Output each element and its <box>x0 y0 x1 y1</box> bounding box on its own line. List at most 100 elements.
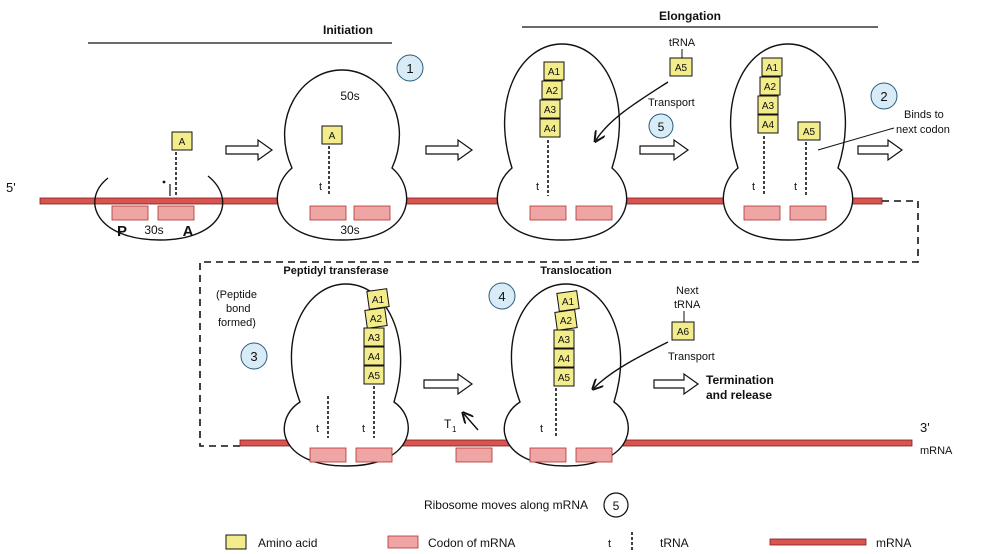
amino-acid-a3-p3-label: A3 <box>544 105 557 116</box>
ribosome-outline-5 <box>284 284 408 466</box>
trna-label-top: tRNA <box>669 37 696 49</box>
flow-arrow-2 <box>426 140 472 160</box>
legend-amino-acid-swatch <box>226 535 246 549</box>
amino-acid-a3-p4-label: A3 <box>762 101 775 112</box>
amino-acid-a3-p6-label: A3 <box>558 335 571 346</box>
termination-line2: and release <box>706 388 772 402</box>
flow-arrow-1 <box>226 140 272 160</box>
elongation-ribosome-2: A1 A2 A3 A4 t A5 t <box>723 44 852 240</box>
mrna-end-label: mRNA <box>920 445 953 457</box>
amino-acid-a4-p3-label: A4 <box>544 124 557 135</box>
peptide-bond-line3: formed) <box>218 317 256 329</box>
next-trna-line2: tRNA <box>674 299 701 311</box>
legend-trna-symbol: t <box>608 538 611 550</box>
trna-mark-panel6: t <box>540 423 543 435</box>
amino-acid-a2-p3-label: A2 <box>546 86 559 97</box>
amino-acid-a5-p5-label: A5 <box>368 371 381 382</box>
peptidyl-transferase-header: Peptidyl transferase <box>283 265 388 277</box>
a-site-label: A <box>183 223 194 240</box>
t1-subscript: 1 <box>452 425 457 434</box>
codon-panel4-a <box>744 206 780 220</box>
amino-acid-a2-p4-label: A2 <box>764 82 777 93</box>
ribosome-assembled: 1 50s A t 30s <box>277 55 423 240</box>
amino-acid-a2-p5-label: A2 <box>370 314 383 325</box>
flow-arrow-3 <box>640 140 688 160</box>
trna-mark-panel3: t <box>536 181 539 193</box>
ribosome-outline-4 <box>723 44 852 240</box>
amino-acid-free-label: A <box>179 137 186 148</box>
step-5-top-label: 5 <box>658 120 665 134</box>
step-5-bottom-label: 5 <box>613 499 620 513</box>
initiation-panel: P 30s A A <box>95 132 223 240</box>
ribosome-30s-label-left: 30s <box>144 223 163 237</box>
peptidyl-transferase-ribosome: A1 A2 A3 A4 A5 t t <box>284 284 408 466</box>
amino-acid-a6-incoming-label: A6 <box>677 327 690 338</box>
flow-arrow-4 <box>858 140 902 160</box>
amino-acid-a2-p6-label: A2 <box>560 316 573 327</box>
codon-released <box>456 448 492 462</box>
step-2-label: 2 <box>880 89 887 104</box>
elongation-ribosome-1: A1 A2 A3 A4 t <box>497 44 626 240</box>
legend-codon-label: Codon of mRNA <box>428 536 515 550</box>
ribosome-moves-caption: Ribosome moves along mRNA <box>424 498 588 512</box>
codon-a-site <box>158 206 194 220</box>
translocation-header: Translocation <box>540 265 612 277</box>
amino-acid-a4-p5-label: A4 <box>368 352 381 363</box>
legend-mrna-swatch <box>770 539 866 545</box>
next-trna-line1: Next <box>676 285 699 297</box>
binds-label-line2: next codon <box>896 124 950 136</box>
codon-panel2-b <box>354 206 390 220</box>
legend-codon-swatch <box>388 536 418 548</box>
amino-acid-panel2-label: A <box>329 131 336 142</box>
codon-panel4-b <box>790 206 826 220</box>
ribosome-50s-label: 50s <box>340 89 359 103</box>
termination-line1: Termination <box>706 373 774 387</box>
flow-arrow-6 <box>654 374 698 394</box>
elongation-header: Elongation <box>659 9 721 23</box>
transport-label-top: Transport <box>648 97 695 109</box>
transport-label-bottom: Transport <box>668 351 715 363</box>
codon-p-site <box>112 206 148 220</box>
step-1-label: 1 <box>406 61 413 76</box>
flow-arrow-5 <box>424 374 472 394</box>
amino-acid-a3-p5-label: A3 <box>368 333 381 344</box>
three-prime-label: 3' <box>920 420 930 435</box>
trna-mark-panel2: t <box>319 181 322 193</box>
codon-panel5-a <box>310 448 346 462</box>
trna-mark-panel5-b: t <box>362 423 365 435</box>
initiation-header: Initiation <box>323 23 373 37</box>
trna-mark-panel5-a: t <box>316 423 319 435</box>
trna-dot <box>163 181 166 184</box>
ribosome-30s-label: 30s <box>340 223 359 237</box>
peptide-bond-line2: bond <box>226 303 250 315</box>
legend-mrna-label: mRNA <box>876 536 911 550</box>
codon-panel6-b <box>576 448 612 462</box>
step-3-label: 3 <box>250 349 257 364</box>
peptide-bond-line1: (Peptide <box>216 289 257 301</box>
codon-panel3-a <box>530 206 566 220</box>
t1-label: T <box>444 417 452 431</box>
legend-trna-label: tRNA <box>660 536 689 550</box>
amino-acid-a5-incoming-label: A5 <box>675 63 688 74</box>
amino-acid-a1-p5-label: A1 <box>372 295 385 306</box>
amino-acid-a4-p6-label: A4 <box>558 354 571 365</box>
step-4-label: 4 <box>498 289 505 304</box>
five-prime-label: 5' <box>6 180 16 195</box>
amino-acid-a5-p6-label: A5 <box>558 373 571 384</box>
codon-panel2-a <box>310 206 346 220</box>
codon-panel5-b <box>356 448 392 462</box>
trna-mark-panel4-a: t <box>752 181 755 193</box>
amino-acid-a1-p4-label: A1 <box>766 63 779 74</box>
trna-mark-panel4-b: t <box>794 181 797 193</box>
t1-release-arrow <box>464 414 478 430</box>
codon-panel3-b <box>576 206 612 220</box>
binds-label-line1: Binds to <box>904 109 944 121</box>
amino-acid-a1-p3-label: A1 <box>548 67 561 78</box>
legend-amino-acid-label: Amino acid <box>258 536 317 550</box>
codon-panel6-a <box>530 448 566 462</box>
legend: Amino acid Codon of mRNA t tRNA mRNA <box>226 532 911 550</box>
p-site-label: P <box>117 223 127 240</box>
amino-acid-a4-p4-label: A4 <box>762 120 775 131</box>
amino-acid-a5-p4-label: A5 <box>803 127 816 138</box>
